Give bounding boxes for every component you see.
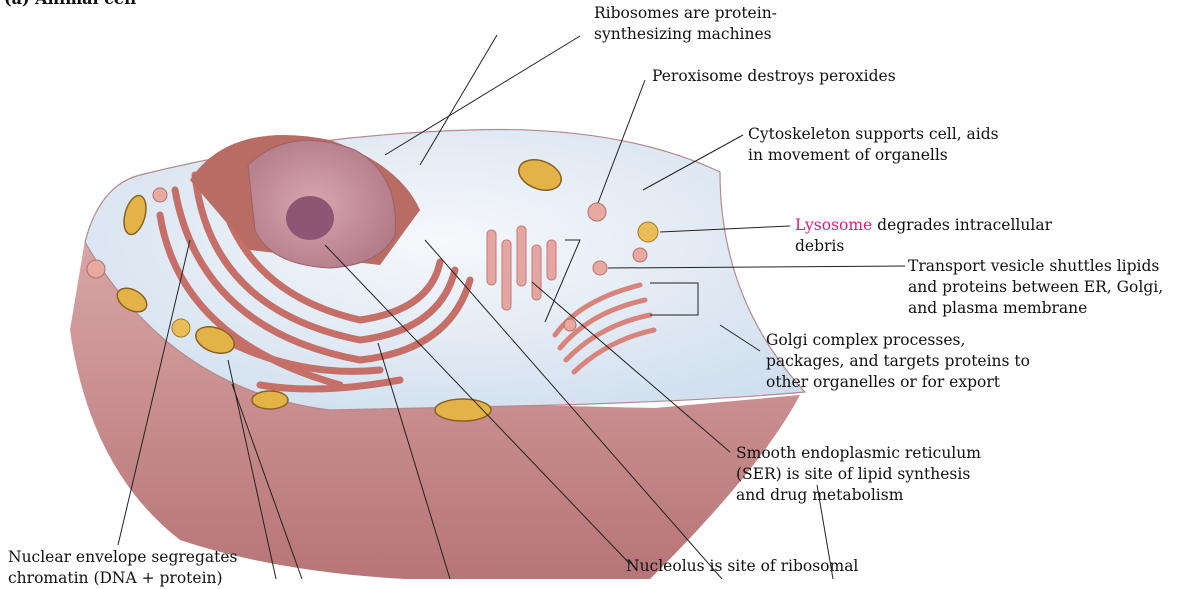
lysosome [638, 222, 658, 242]
golgi-label-line1: Golgi complex processes, [766, 330, 1030, 351]
transport-vesicle-label-line2: and proteins between ER, Golgi, [908, 277, 1163, 298]
golgi-label-line3: other organelles or for export [766, 372, 1030, 393]
nuclear-envelope-label: Nuclear envelope segregates chromatin (D… [8, 547, 237, 589]
lysosome-label-line2: debris [795, 236, 1052, 257]
nucleolus-label-line1: Nucleolus is site of ribosomal [626, 556, 858, 577]
lysosome-label-line1: Lysosome degrades intracellular [795, 215, 1052, 236]
nucleolus-label: Nucleolus is site of ribosomal [626, 556, 858, 577]
lysosome-label: Lysosome degrades intracellular debris [795, 215, 1052, 257]
ribosomes-label-line2: synthesizing machines [594, 24, 777, 45]
nucleolus [286, 196, 334, 240]
cytoskeleton-label-line2: in movement of organells [748, 145, 999, 166]
lysosome-label-line1-rest: degrades intracellular [872, 216, 1052, 234]
golgi-label: Golgi complex processes, packages, and t… [766, 330, 1030, 393]
yellow-granule [172, 319, 190, 337]
transport-vesicle-label-line1: Transport vesicle shuttles lipids [908, 256, 1163, 277]
ser-label-line2: (SER) is site of lipid synthesis [736, 464, 981, 485]
ser-label-line1: Smooth endoplasmic reticulum [736, 443, 981, 464]
golgi-label-line2: packages, and targets proteins to [766, 351, 1030, 372]
peroxisome-label-line1: Peroxisome destroys peroxides [652, 66, 896, 87]
ser-label: Smooth endoplasmic reticulum (SER) is si… [736, 443, 981, 506]
figure-heading: (a) Animal cell [4, 0, 136, 8]
ribosomes-label: Ribosomes are protein- synthesizing mach… [594, 3, 777, 45]
ribosomes-label-line1: Ribosomes are protein- [594, 3, 777, 24]
ser-label-line3: and drug metabolism [736, 485, 981, 506]
lysosome-term: Lysosome [795, 216, 872, 234]
nuclear-envelope-label-line1: Nuclear envelope segregates [8, 547, 237, 568]
transport-vesicle-label-line3: and plasma membrane [908, 298, 1163, 319]
transport-vesicle-label: Transport vesicle shuttles lipids and pr… [908, 256, 1163, 319]
peroxisome-label: Peroxisome destroys peroxides [652, 66, 896, 87]
cytoskeleton-label: Cytoskeleton supports cell, aids in move… [748, 124, 999, 166]
cytoskeleton-label-line1: Cytoskeleton supports cell, aids [748, 124, 999, 145]
